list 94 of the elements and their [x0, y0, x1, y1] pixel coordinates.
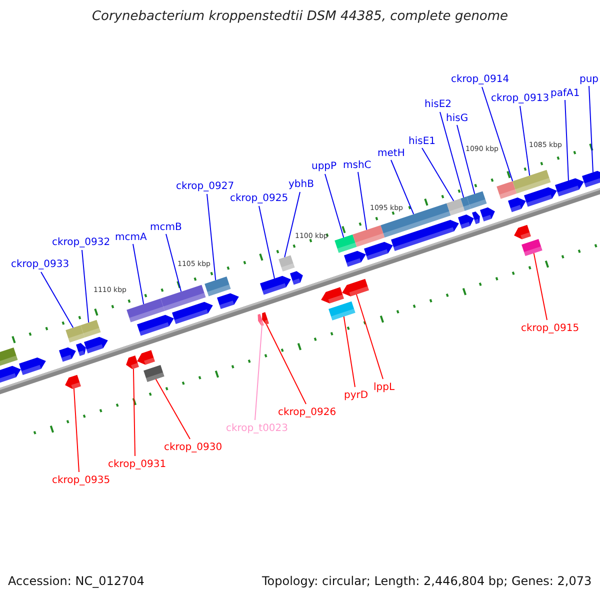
gene-label: hisE2 — [424, 98, 452, 111]
gene-feature — [0, 366, 21, 384]
title: Corynebacterium kroppenstedtii DSM 44385, complete genome — [90, 10, 510, 23]
gene-feature — [508, 198, 526, 212]
gene-feature — [522, 239, 542, 256]
gene-feature — [290, 271, 303, 285]
leader-line — [73, 388, 80, 472]
leader-line — [588, 86, 594, 173]
leader-line — [390, 160, 414, 215]
gene-feature — [260, 276, 291, 295]
gene-feature — [137, 350, 155, 365]
gene-feature — [126, 356, 139, 370]
leader-line — [132, 244, 144, 305]
gene-feature — [524, 187, 557, 207]
gene-label: metH — [378, 147, 405, 160]
gene-feature — [352, 225, 385, 247]
gene-feature — [126, 298, 165, 322]
gene-feature — [514, 224, 531, 240]
gene-feature — [364, 242, 393, 260]
gene-label: ckrop_0931 — [108, 458, 166, 471]
gene-feature — [65, 374, 81, 389]
leader-line — [132, 368, 136, 456]
gene-label: uppP — [312, 160, 337, 173]
leader-line — [155, 378, 190, 440]
gene-feature — [66, 325, 85, 343]
gene-feature — [582, 170, 600, 188]
leader-line — [284, 192, 300, 258]
gene-feature — [0, 348, 18, 368]
gene-feature — [391, 220, 459, 252]
gene-feature — [172, 302, 213, 324]
gene-feature — [555, 178, 584, 196]
gene-label: ybhB — [288, 178, 314, 191]
leader-line — [356, 294, 384, 380]
leader-line — [206, 194, 216, 281]
gene-feature — [80, 320, 101, 338]
gene-feature — [496, 181, 517, 199]
gene-feature — [144, 364, 164, 382]
gene-feature — [342, 278, 369, 296]
gene-feature — [278, 255, 295, 272]
gene-feature — [328, 301, 356, 320]
leader-line — [40, 272, 74, 328]
leader-line — [422, 148, 454, 202]
gene-label: mcmB — [150, 221, 182, 234]
gene-label: hisG — [446, 112, 468, 125]
gene-label: ckrop_0914 — [451, 73, 510, 86]
gene-label: pyrD — [344, 389, 368, 402]
gene-label: ckrop_0913 — [491, 92, 550, 105]
gene-label: ckrop_0915 — [521, 322, 580, 335]
leader-line — [482, 86, 514, 182]
gene-feature — [472, 211, 480, 224]
leader-line — [440, 112, 464, 198]
gene-feature — [76, 343, 86, 356]
leader-line — [258, 206, 275, 279]
gene-label: ckrop_t0023 — [226, 422, 288, 435]
gene-label: pup — [580, 73, 599, 86]
gene-label: ckrop_0925 — [230, 192, 288, 205]
gene-label: ckrop_0935 — [52, 474, 110, 487]
leader-line — [254, 325, 262, 420]
gene-label: ckrop_0930 — [164, 441, 222, 454]
gene-feature — [160, 284, 206, 311]
leader-line — [533, 252, 548, 320]
genome-info-text: Topology: circular; Length: 2,446,804 bp; Genes: 2,073 — [262, 575, 592, 588]
gene-feature — [512, 170, 551, 194]
leader-line — [82, 250, 90, 324]
gene-label: mshC — [343, 159, 372, 172]
gene-feature — [204, 276, 231, 296]
leader-line — [358, 172, 368, 230]
gene-label: pafA1 — [550, 87, 580, 100]
gene-feature — [217, 293, 239, 310]
leader-line — [520, 106, 530, 176]
gene-label: lppL — [374, 381, 395, 394]
gene-label: ckrop_0927 — [176, 180, 234, 193]
gene-feature — [344, 250, 366, 267]
gene-feature — [460, 196, 471, 211]
gene-label: ckrop_0932 — [52, 236, 110, 249]
gene-feature — [262, 312, 269, 325]
accession-text: Accession: NC_012704 — [8, 575, 144, 588]
gene-feature — [59, 347, 76, 362]
leader-line — [166, 234, 182, 292]
leader-line — [266, 324, 306, 404]
leader-line — [564, 100, 569, 181]
leader-line — [324, 174, 344, 238]
gene-feature — [334, 234, 357, 253]
leader-line — [343, 316, 356, 388]
gene-label: ckrop_0933 — [11, 258, 70, 271]
gene-feature — [19, 358, 46, 376]
gene-feature — [321, 287, 344, 304]
gene-label: mcmA — [115, 231, 147, 244]
gene-label: hisE1 — [408, 135, 436, 148]
gene-feature — [258, 314, 264, 326]
gene-feature — [446, 198, 465, 216]
leader-line — [456, 124, 476, 194]
gene-label: ckrop_0926 — [278, 406, 336, 419]
gene-feature — [137, 314, 174, 336]
